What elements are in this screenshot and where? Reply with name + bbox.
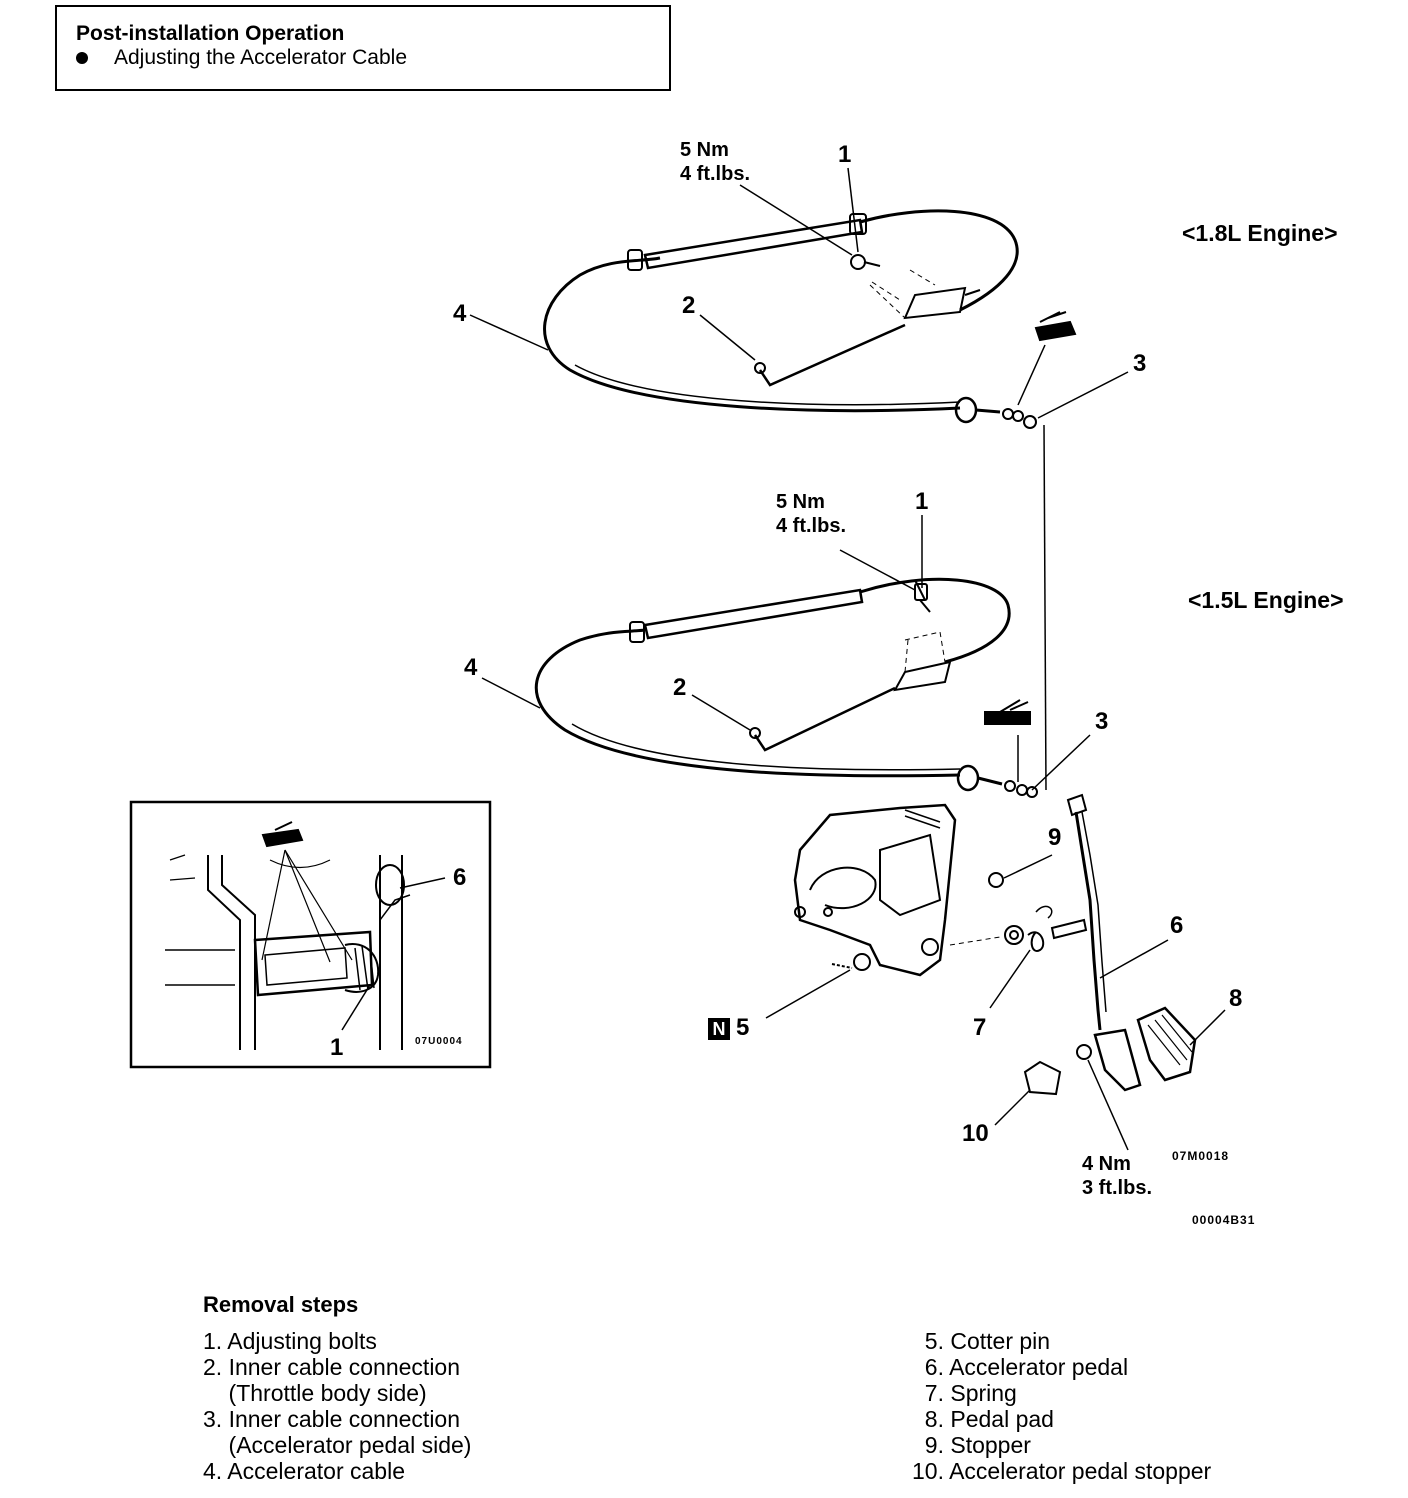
callout-8: 8 — [1229, 985, 1243, 1012]
removal-step: 8. Pedal pad — [912, 1406, 1054, 1432]
inset-code: 07U0004 — [415, 1036, 463, 1047]
lower-torque-ftlbs: 4 ft.lbs. — [776, 515, 847, 537]
removal-steps-right: 5. Cotter pin 6. Accelerator pedal 7. Sp… — [912, 1328, 1211, 1484]
callout-lower-3: 3 — [1095, 708, 1109, 735]
callout-upper-2: 2 — [682, 292, 696, 319]
callout-lower-4: 4 — [464, 654, 478, 681]
n-badge: N — [708, 1017, 730, 1040]
main-code: 07M0018 — [1172, 1149, 1230, 1163]
callout-lower-2: 2 — [673, 674, 687, 701]
pedal-torque-ftlbs: 3 ft.lbs. — [1082, 1177, 1153, 1199]
removal-step: (Throttle body side) — [203, 1380, 427, 1406]
pedal-small-parts — [988, 872, 1092, 1096]
callout-9: 9 — [1048, 824, 1062, 851]
engine-label-1.8l: <1.8L Engine> — [1182, 220, 1338, 246]
removal-step: 6. Accelerator pedal — [912, 1354, 1129, 1380]
header-title: Post-installation Operation — [76, 22, 345, 45]
header-box — [55, 5, 671, 91]
figure-code: 00004B31 — [1192, 1213, 1256, 1227]
callout-upper-4: 4 — [453, 300, 467, 327]
pedal-torque-nm: 4 Nm — [1082, 1153, 1131, 1175]
header-bullet: Adjusting the Accelerator Cable — [76, 46, 407, 70]
removal-step: 9. Stopper — [912, 1432, 1031, 1458]
linkage-line — [1043, 424, 1047, 791]
lower-torque: 5 Nm 4 ft.lbs. — [776, 490, 846, 538]
removal-step: 7. Spring — [912, 1380, 1017, 1406]
accelerator-pedal-arm — [1066, 793, 1197, 1092]
lower-cable-assembly — [481, 515, 1091, 798]
upper-torque: 5 Nm 4 ft.lbs. — [680, 138, 750, 186]
removal-step: (Accelerator pedal side) — [203, 1432, 472, 1458]
removal-steps-title: Removal steps — [203, 1292, 359, 1317]
pedal-leader-lines — [765, 854, 1226, 1151]
upper-torque-nm: 5 Nm — [680, 139, 729, 161]
removal-steps-left: 1. Adjusting bolts 2. Inner cable connec… — [203, 1328, 471, 1484]
pedal-bracket — [793, 803, 1001, 977]
removal-step: 10. Accelerator pedal stopper — [912, 1458, 1212, 1484]
pedal-torque: 4 Nm 3 ft.lbs. — [1082, 1152, 1152, 1200]
lower-torque-nm: 5 Nm — [776, 491, 825, 513]
engine-label-1.5l: <1.5L Engine> — [1188, 587, 1344, 613]
upper-cable-assembly — [469, 167, 1129, 429]
callout-lower-1: 1 — [915, 488, 929, 515]
removal-step: 5. Cotter pin — [912, 1328, 1051, 1354]
removal-step: 2. Inner cable connection — [203, 1354, 461, 1380]
removal-step: 1. Adjusting bolts — [203, 1328, 377, 1354]
callout-upper-3: 3 — [1133, 350, 1147, 377]
removal-step: 3. Inner cable connection — [203, 1406, 461, 1432]
callout-6: 6 — [1170, 912, 1184, 939]
callout-upper-1: 1 — [838, 141, 852, 168]
removal-step: 4. Accelerator cable — [203, 1458, 406, 1484]
bullet-dot — [76, 52, 88, 65]
upper-torque-ftlbs: 4 ft.lbs. — [680, 163, 751, 185]
inset-detail — [129, 800, 492, 1069]
inset-callout-1: 1 — [330, 1034, 344, 1061]
callout-7: 7 — [973, 1014, 987, 1041]
header-bullet-text: Adjusting the Accelerator Cable — [114, 46, 408, 69]
inset-callout-6: 6 — [453, 864, 467, 891]
callout-10: 10 — [962, 1120, 989, 1147]
callout-5-number: 5 — [736, 1014, 750, 1041]
